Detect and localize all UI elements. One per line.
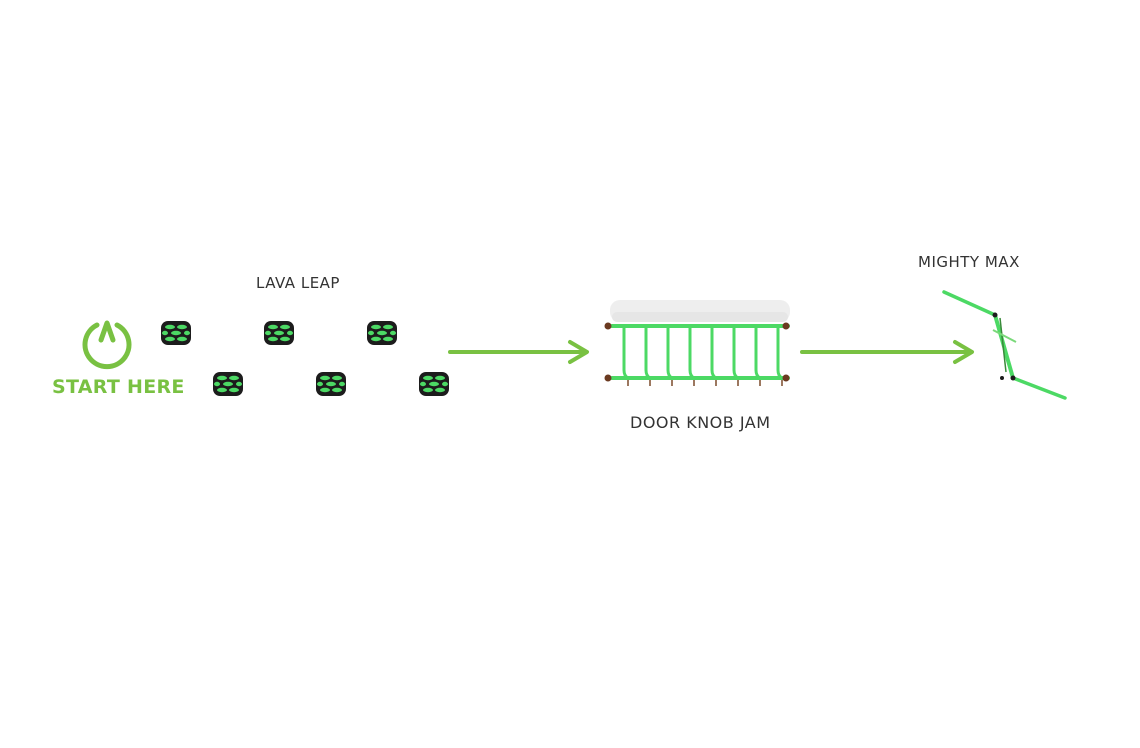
stepping-stone <box>264 321 294 345</box>
door-knob-jam-label: DOOR KNOB JAM <box>630 413 771 432</box>
stepping-stone <box>419 372 449 396</box>
flow-arrow <box>800 340 974 364</box>
stepping-stone <box>367 321 397 345</box>
flow-arrow <box>448 340 589 364</box>
start-here-label: START HERE <box>52 376 185 398</box>
door-knob-jam-structure <box>604 300 790 386</box>
stepping-stone <box>161 321 191 345</box>
mighty-max-label: MIGHTY MAX <box>918 253 1020 271</box>
stepping-stone <box>213 372 243 396</box>
power-icon <box>82 320 132 370</box>
lava-leap-label: LAVA LEAP <box>256 274 340 292</box>
stepping-stone <box>316 372 346 396</box>
lava-leap-stones <box>161 321 449 396</box>
mighty-max-structure <box>942 290 1067 400</box>
